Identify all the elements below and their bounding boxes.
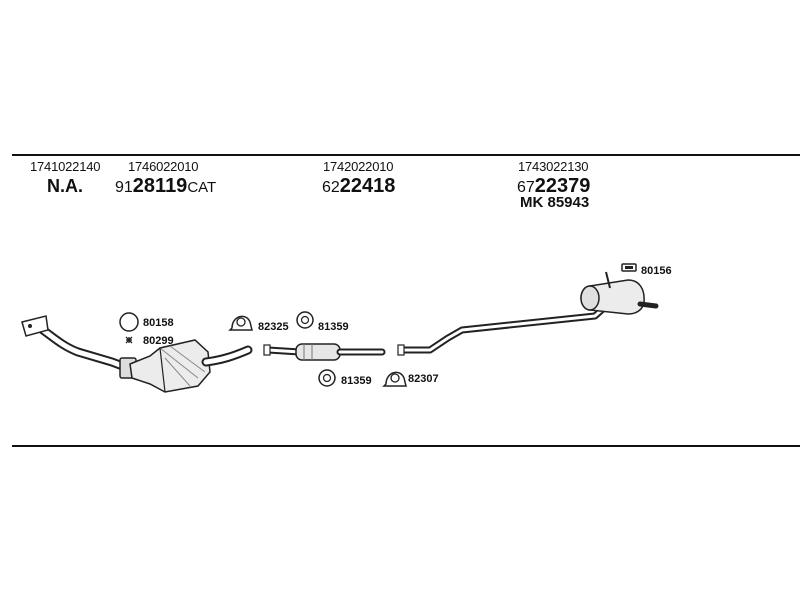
ring-icon — [318, 369, 336, 387]
top-rule — [12, 154, 800, 156]
callout-clamp-82307: 82307 — [408, 373, 439, 385]
oe-number-catalyst: 1746022010 — [128, 159, 199, 174]
oe-number-rear-silencer: 1743022130 — [518, 159, 589, 174]
oe-number-front-pipe: 1741022140 — [30, 159, 101, 174]
part-number-middle-silencer: 6222418 — [322, 175, 395, 199]
mounting-kit-label: MK 85943 — [520, 194, 590, 211]
clamp-icon — [228, 315, 253, 331]
ring-icon — [119, 312, 139, 332]
rear-silencer-drawing — [397, 271, 659, 356]
callout-ring-81359-bottom: 81359 — [341, 375, 372, 387]
part-number-rear-silencer: 6722379 — [517, 175, 590, 199]
front-pipe-drawing — [21, 315, 137, 379]
part-number: 22418 — [339, 175, 396, 197]
part-prefix: 67 — [517, 179, 535, 196]
clip-icon — [125, 336, 133, 344]
clamp-icon — [382, 371, 407, 387]
middle-silencer-drawing — [263, 343, 386, 361]
callout-ring-81359-top: 81359 — [318, 321, 349, 333]
callout-clamp-82325: 82325 — [258, 321, 289, 333]
part-number-catalyst: 9128119CAT — [115, 175, 216, 199]
part-suffix: CAT — [187, 179, 217, 196]
hanger-icon — [621, 263, 637, 272]
bottom-rule — [12, 445, 800, 447]
part-number: 22379 — [534, 175, 591, 197]
ring-icon — [296, 311, 314, 329]
callout-hanger-80156: 80156 — [641, 265, 672, 277]
part-prefix: 62 — [322, 179, 340, 196]
oe-number-middle-silencer: 1742022010 — [323, 159, 394, 174]
callout-ring-80158: 80158 — [143, 317, 174, 329]
part-prefix: 91 — [115, 179, 133, 196]
callout-clip-80299: 80299 — [143, 335, 174, 347]
catalytic-converter-drawing — [129, 339, 253, 393]
na-label: N.A. — [47, 176, 83, 196]
part-number: 28119 — [132, 175, 188, 197]
